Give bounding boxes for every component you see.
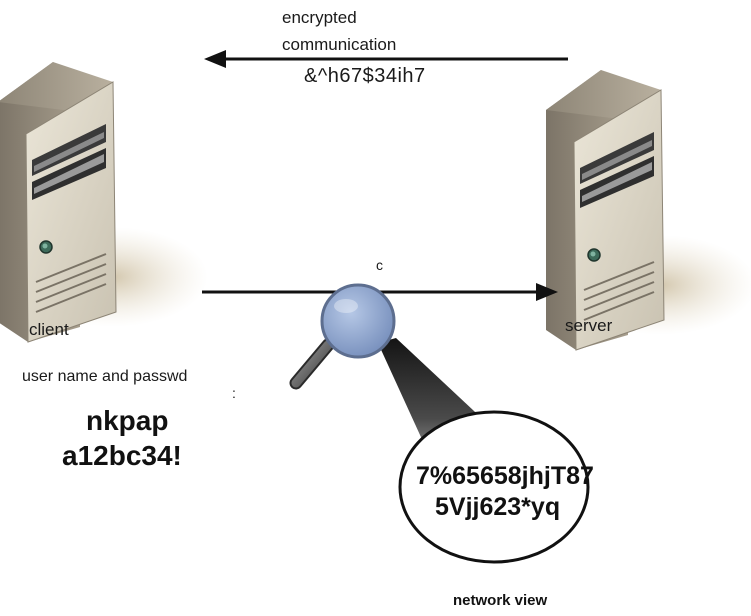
- encrypted-label: encrypted: [282, 8, 357, 27]
- credentials-caption: user name and passwd: [22, 368, 188, 385]
- password-value: a12bc34!: [62, 440, 182, 471]
- network-view-label: network view: [453, 592, 548, 609]
- ciphertext-label: &^h67$34ih7: [304, 65, 426, 87]
- magnifier-icon: [289, 283, 396, 390]
- communication-label: communication: [282, 35, 397, 54]
- server-label: server: [565, 316, 613, 335]
- client-server-icon: [0, 61, 209, 343]
- channel-marker: c: [376, 257, 383, 273]
- captured-line-1: 7%65658jhjT87: [416, 462, 594, 490]
- colon-mark: :: [232, 385, 236, 401]
- captured-line-2: 5Vjj623*yq: [435, 493, 561, 521]
- username-value: nkpap: [86, 405, 169, 436]
- encrypted-arrow: [204, 50, 568, 68]
- network-view-bubble: [398, 410, 590, 564]
- server-tower-icon: [545, 69, 751, 351]
- client-label: client: [29, 320, 69, 339]
